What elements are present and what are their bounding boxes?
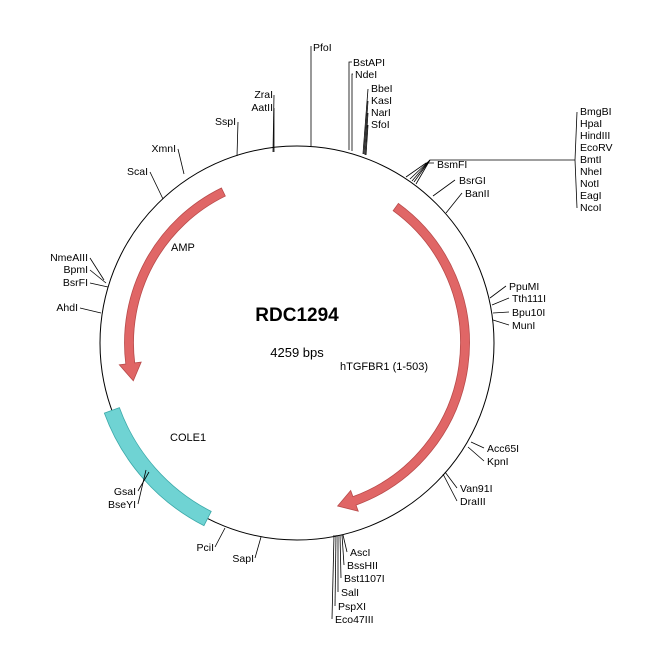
site-label: BpmI bbox=[63, 264, 88, 276]
site-leader-line bbox=[137, 469, 147, 505]
site-label: PpuMI bbox=[509, 281, 539, 293]
site-label: Acc65I bbox=[487, 443, 519, 455]
site-label: EagI bbox=[580, 190, 602, 202]
site-leader-line bbox=[491, 297, 510, 306]
site-leader-line bbox=[79, 307, 102, 314]
site-leader-line bbox=[432, 179, 456, 197]
site-label: NmeAIII bbox=[50, 252, 88, 264]
plasmid-size: 4259 bps bbox=[270, 345, 324, 360]
feature-label-htgfbr1: hTGFBR1 (1-503) bbox=[340, 361, 428, 373]
site-leader-line bbox=[444, 471, 458, 489]
site-label: XmnI bbox=[151, 143, 176, 155]
site-label: SapI bbox=[232, 553, 254, 565]
site-label: HpaI bbox=[580, 118, 602, 130]
site-label: Bpu10I bbox=[512, 307, 545, 319]
site-leader-line bbox=[254, 536, 262, 559]
site-label: BssHII bbox=[347, 560, 378, 572]
site-leader-line bbox=[467, 446, 485, 462]
site-label: HindIII bbox=[580, 130, 610, 142]
site-leader-line bbox=[574, 111, 578, 161]
site-leader-line bbox=[470, 441, 485, 449]
site-leader-line bbox=[363, 100, 369, 155]
site-label: NdeI bbox=[355, 69, 377, 81]
site-leader-line bbox=[334, 534, 337, 607]
feature-label-cole1: COLE1 bbox=[170, 432, 206, 444]
site-leader-line bbox=[362, 88, 369, 155]
site-leader-line bbox=[492, 319, 510, 326]
feature-label-amp: AMP bbox=[171, 242, 195, 254]
site-leader-line bbox=[272, 94, 275, 153]
site-label: Eco47III bbox=[335, 614, 374, 626]
site-leader-line bbox=[364, 112, 369, 156]
site-leader-line bbox=[236, 121, 239, 157]
cole1-origin-band bbox=[103, 407, 212, 527]
site-label: BsmFI bbox=[437, 159, 467, 171]
site-leader-line bbox=[331, 534, 335, 620]
site-leader-line bbox=[415, 159, 431, 185]
site-label: KasI bbox=[371, 95, 392, 107]
site-label: Tth111I bbox=[512, 293, 546, 305]
site-leader-lines bbox=[79, 46, 578, 620]
site-label: AhdI bbox=[56, 302, 78, 314]
site-label: EcoRV bbox=[580, 142, 613, 154]
site-leader-line bbox=[489, 285, 507, 299]
site-label: BsrFI bbox=[63, 277, 88, 289]
site-label: KpnI bbox=[487, 456, 509, 468]
htgfbr1-arrow bbox=[336, 202, 470, 512]
site-label: NcoI bbox=[580, 202, 602, 214]
site-label: PciI bbox=[196, 542, 214, 554]
site-leader-line bbox=[341, 534, 345, 566]
site-leader-line bbox=[89, 269, 107, 284]
site-label: PspXI bbox=[338, 601, 366, 613]
site-label: ZraI bbox=[254, 89, 273, 101]
site-label: PfoI bbox=[313, 42, 332, 54]
site-label: BsrGI bbox=[459, 175, 486, 187]
site-label: SspI bbox=[215, 116, 236, 128]
site-label: BanII bbox=[465, 188, 490, 200]
site-leader-line bbox=[177, 148, 185, 175]
site-leader-line bbox=[413, 159, 431, 183]
site-leader-line bbox=[574, 159, 578, 209]
site-label: NheI bbox=[580, 166, 602, 178]
amp-arrow bbox=[118, 187, 226, 382]
site-label: BbeI bbox=[371, 83, 393, 95]
site-label: BmgBI bbox=[580, 106, 612, 118]
site-leader-line bbox=[365, 124, 369, 156]
site-label: AscI bbox=[350, 547, 370, 559]
site-label: Van91I bbox=[460, 483, 493, 495]
site-leader-line bbox=[339, 534, 342, 579]
site-label: MunI bbox=[512, 320, 535, 332]
site-label: NarI bbox=[371, 107, 391, 119]
site-label: Bst1107I bbox=[344, 573, 385, 585]
site-label: BseYI bbox=[108, 499, 136, 511]
site-leader-line bbox=[351, 73, 353, 151]
site-label: BstAPI bbox=[353, 57, 385, 69]
plasmid-backbone bbox=[99, 145, 495, 541]
site-label: AatII bbox=[251, 102, 273, 114]
site-leader-line bbox=[89, 257, 105, 281]
site-leader-line bbox=[442, 473, 458, 502]
site-leader-line bbox=[342, 534, 348, 553]
plasmid-name: RDC1294 bbox=[255, 305, 339, 326]
site-label: SalI bbox=[341, 587, 359, 599]
site-leader-line bbox=[492, 311, 510, 314]
site-label: GsaI bbox=[114, 486, 136, 498]
site-leader-line bbox=[445, 192, 463, 214]
site-label: ScaI bbox=[127, 166, 148, 178]
site-leader-line bbox=[89, 282, 109, 288]
site-label: NotI bbox=[580, 178, 599, 190]
site-leader-line bbox=[405, 162, 434, 178]
site-label: BmtI bbox=[580, 154, 602, 166]
site-leader-line bbox=[409, 159, 575, 180]
site-leader-line bbox=[149, 171, 164, 200]
site-leader-line bbox=[348, 61, 352, 150]
site-label: SfoI bbox=[371, 119, 390, 131]
site-label: DraIII bbox=[460, 496, 486, 508]
site-leader-line bbox=[214, 527, 226, 548]
